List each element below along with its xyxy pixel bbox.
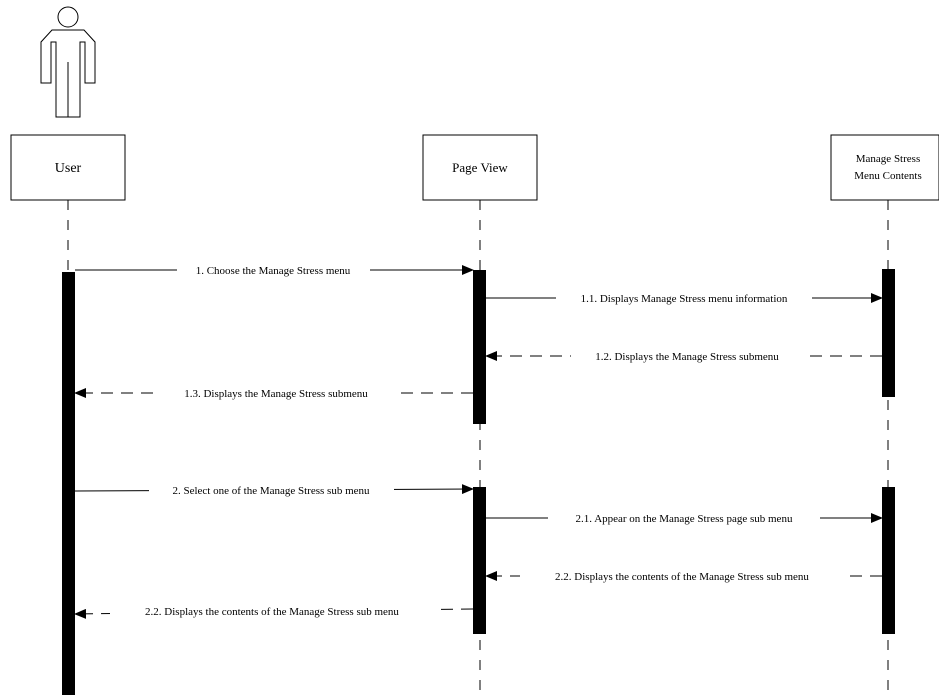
message-label-2-2-a: 2.2. Displays the contents of the Manage…	[555, 571, 809, 583]
message-label-group-2: 2. Select one of the Manage Stress sub m…	[149, 483, 394, 497]
lifeline-label-menu-contents-line2: Menu Contents	[854, 170, 922, 182]
message-label-group-2-2-a: 2.2. Displays the contents of the Manage…	[520, 569, 845, 583]
message-label-2-1: 2.1. Appear on the Manage Stress page su…	[576, 513, 793, 525]
lifeline-label-user: User	[55, 161, 82, 176]
stick-figure-actor-icon	[40, 6, 96, 118]
message-label-2-2-b: 2.2. Displays the contents of the Manage…	[145, 606, 399, 618]
message-label-group-1: 1. Choose the Manage Stress menu	[177, 263, 370, 277]
message-label-group-1-1: 1.1. Displays Manage Stress menu informa…	[556, 291, 812, 305]
lifeline-header-menu-contents: Manage Stress Menu Contents	[830, 134, 939, 201]
lifeline-header-page-view: Page View	[422, 134, 538, 201]
activation-bar-page-view-1	[473, 270, 486, 424]
lifeline-header-user: User	[10, 134, 126, 201]
message-label-group-1-3: 1.3. Displays the Manage Stress submenu	[160, 386, 393, 400]
activation-bar-menu-contents-1	[882, 269, 895, 397]
message-label-1: 1. Choose the Manage Stress menu	[196, 265, 351, 277]
message-label-1-1: 1.1. Displays Manage Stress menu informa…	[581, 293, 788, 305]
message-label-group-1-2: 1.2. Displays the Manage Stress submenu	[571, 349, 804, 363]
message-label-2: 2. Select one of the Manage Stress sub m…	[172, 485, 370, 497]
message-label-group-2-2-b: 2.2. Displays the contents of the Manage…	[110, 604, 435, 618]
activation-bar-menu-contents-2	[882, 487, 895, 634]
message-label-1-3: 1.3. Displays the Manage Stress submenu	[184, 388, 368, 400]
lifeline-label-menu-contents-line1: Manage Stress	[856, 153, 920, 165]
activation-bar-user	[62, 272, 75, 695]
message-label-1-2: 1.2. Displays the Manage Stress submenu	[595, 351, 779, 363]
lifeline-label-page-view: Page View	[452, 160, 508, 175]
message-label-group-2-1: 2.1. Appear on the Manage Stress page su…	[548, 511, 820, 525]
activation-bar-page-view-2	[473, 487, 486, 634]
